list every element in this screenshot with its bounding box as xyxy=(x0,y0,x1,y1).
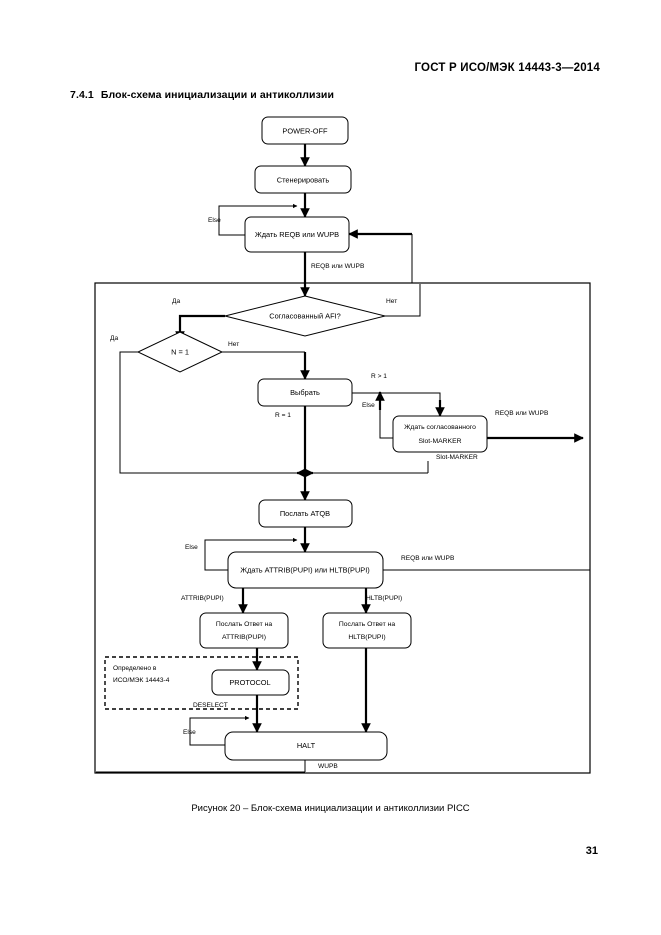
label-reqb-wupb-2: REQB или WUPB xyxy=(495,410,549,417)
node-send-atqb: Послать ATQB xyxy=(258,499,353,528)
edge-else-loop-waitreqb xyxy=(218,203,298,236)
edge-else-loop-waitattrib xyxy=(204,537,298,571)
diagram-outer-frame xyxy=(94,282,591,774)
section-heading-text: Блок-схема инициализации и антиколлизии xyxy=(100,89,335,101)
label-n-yes: Да xyxy=(110,335,118,342)
label-afi-no: Нет xyxy=(386,298,397,305)
node-halt: HALT xyxy=(224,731,388,761)
svg-text:Ждать согласованного: Ждать согласованного xyxy=(404,424,476,431)
svg-text:Выбрать: Выбрать xyxy=(290,388,320,397)
iso-14443-4-dashed-region xyxy=(104,656,299,710)
label-else-3: Else xyxy=(183,729,196,736)
label-wupb: WUPB xyxy=(318,763,338,770)
svg-text:ATTRIB(PUPI): ATTRIB(PUPI) xyxy=(222,634,266,641)
node-protocol: PROTOCOL xyxy=(211,669,290,696)
document-header: ГОСТ Р ИСО/МЭК 14443-3—2014 xyxy=(414,62,600,74)
label-hltb-pupi: HLTB(PUPI) xyxy=(366,595,402,602)
node-generate: Стенерировать xyxy=(254,165,352,194)
label-iso-region-line1: Определено в xyxy=(113,665,157,672)
svg-text:POWER-OFF: POWER-OFF xyxy=(282,126,328,135)
edge-slot-else-h xyxy=(379,396,393,439)
svg-text:Послать Ответ на: Послать Ответ на xyxy=(216,621,272,628)
flowchart-diagram: POWER-OFF Стенерировать Ждать REQB или W… xyxy=(94,116,591,774)
label-attrib-pupi: ATTRIB(PUPI) xyxy=(181,595,224,602)
label-n-no: Нет xyxy=(228,341,239,348)
label-else-2: Else xyxy=(185,544,198,551)
node-n-equals-1-decision: N = 1 xyxy=(136,331,224,373)
svg-text:Стенерировать: Стенерировать xyxy=(277,175,330,184)
label-iso-region-line2: ИСО/МЭК 14443-4 xyxy=(113,677,170,684)
svg-text:N = 1: N = 1 xyxy=(171,347,189,356)
figure-caption: Рисунок 20 – Блок-схема инициализации и … xyxy=(191,803,470,814)
label-deselect: DESELECT xyxy=(193,702,228,709)
page-number: 31 xyxy=(585,845,598,857)
node-wait-slot-marker: Ждать согласованного Slot-MARKER xyxy=(392,415,488,453)
svg-text:Согласованный AFI?: Согласованный AFI? xyxy=(269,311,341,320)
svg-text:PROTOCOL: PROTOCOL xyxy=(229,678,270,687)
label-else-1: Else xyxy=(208,217,221,224)
edge-n-yes xyxy=(119,351,297,474)
label-reqb-wupb-3: REQB или WUPB xyxy=(401,555,455,562)
label-else-slot: Else xyxy=(362,402,375,409)
node-send-response-attrib: Послать Ответ на ATTRIB(PUPI) xyxy=(199,612,289,649)
label-reqb-wupb-1: REQB или WUPB xyxy=(311,263,365,270)
label-slot-marker: Slot-MARKER xyxy=(436,454,478,461)
node-power-off: POWER-OFF xyxy=(261,116,349,145)
label-r-greater-1: R > 1 xyxy=(371,373,387,380)
svg-text:Slot-MARKER: Slot-MARKER xyxy=(418,438,461,445)
svg-text:Послать ATQB: Послать ATQB xyxy=(280,509,330,518)
svg-text:HALT: HALT xyxy=(297,741,316,750)
svg-text:Послать Ответ на: Послать Ответ на xyxy=(339,621,395,628)
section-title: 7.4.1 Блок-схема инициализации и антиколл… xyxy=(70,89,334,101)
node-send-response-hltb: Послать Ответ на HLTB(PUPI) xyxy=(322,612,412,649)
label-afi-yes: Да xyxy=(172,298,180,305)
section-number: 7.4.1 xyxy=(70,89,94,101)
node-select: Выбрать xyxy=(257,378,353,407)
edge-else-loop-halt xyxy=(189,715,250,746)
edge-afi-no xyxy=(385,284,421,317)
label-r-equals-1: R = 1 xyxy=(275,412,291,419)
node-wait-reqb-wupb: Ждать REQB или WUPB xyxy=(244,216,350,253)
node-matched-afi-decision: Согласованный AFI? xyxy=(224,295,386,337)
node-wait-attrib-hltb: Ждать ATTRIB(PUPI) или HLTB(PUPI) xyxy=(227,551,384,589)
svg-text:Ждать ATTRIB(PUPI) или HLTB(PU: Ждать ATTRIB(PUPI) или HLTB(PUPI) xyxy=(240,565,369,574)
svg-text:Ждать REQB или WUPB: Ждать REQB или WUPB xyxy=(255,230,339,239)
svg-text:HLTB(PUPI): HLTB(PUPI) xyxy=(348,634,385,641)
